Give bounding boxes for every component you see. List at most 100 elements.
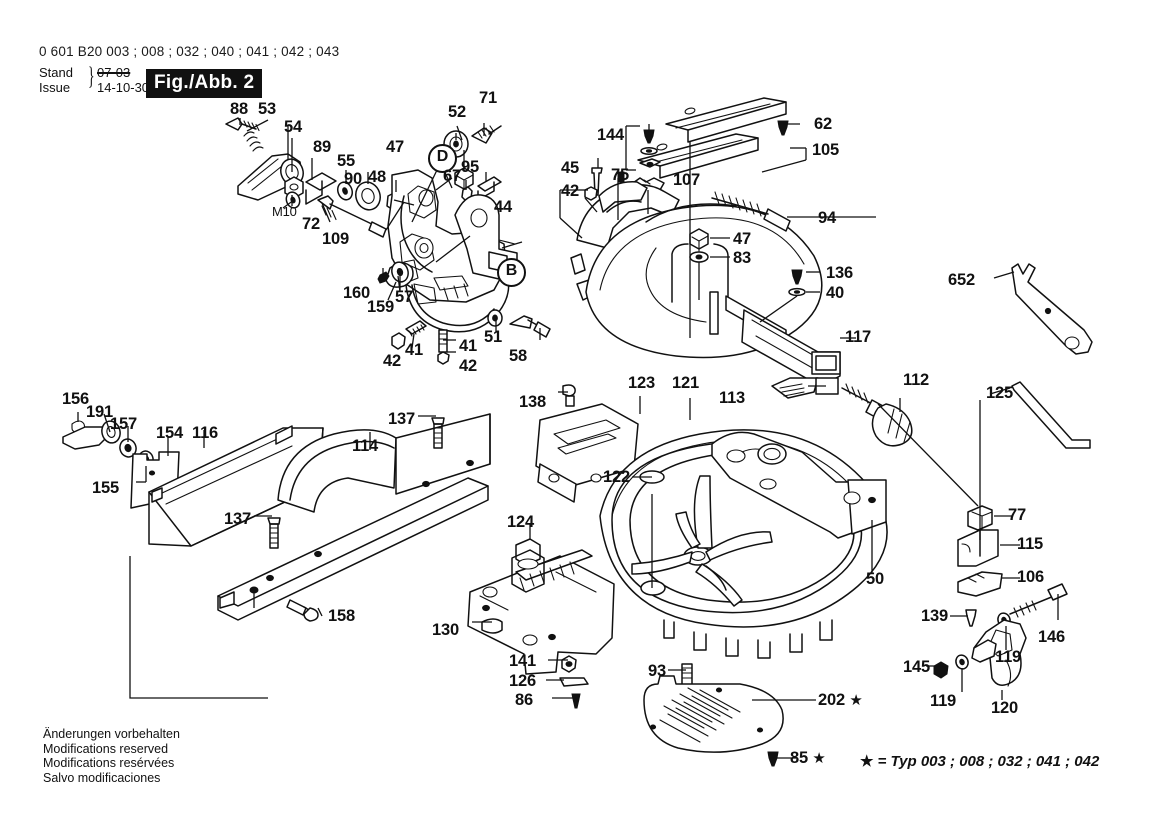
star-icon-202: ★ xyxy=(849,692,863,709)
callout-159: 159 xyxy=(367,298,394,316)
callout-137-a: 137 xyxy=(388,410,415,428)
callout-85-number: 85 xyxy=(790,749,808,767)
callout-146: 146 xyxy=(1038,628,1065,646)
callout-202: 202 ★ xyxy=(818,691,863,710)
callout-121: 121 xyxy=(672,374,699,392)
callout-123: 123 xyxy=(628,374,655,392)
callout-94: 94 xyxy=(818,209,836,227)
note-line-es: Salvo modificaciones xyxy=(43,770,161,785)
callout-42-c: 42 xyxy=(561,182,579,200)
callout-45: 45 xyxy=(561,159,579,177)
callout-52: 52 xyxy=(448,103,466,121)
stand-issue-labels: Stand Issue xyxy=(39,65,73,95)
callout-44: 44 xyxy=(494,198,512,216)
callout-40: 40 xyxy=(826,284,844,302)
callout-116: 116 xyxy=(192,424,219,442)
star-legend: ★ = Typ 003 ; 008 ; 032 ; 041 ; 042 xyxy=(860,752,1099,770)
brace-glyph: } xyxy=(88,63,95,90)
callout-155: 155 xyxy=(92,479,119,497)
callout-62: 62 xyxy=(814,115,832,133)
callout-160: 160 xyxy=(343,284,370,302)
callout-89: 89 xyxy=(313,138,331,156)
callout-72: 72 xyxy=(302,215,320,233)
callout-86: 86 xyxy=(515,691,533,709)
assembly-lower-left xyxy=(63,414,490,621)
callout-109: 109 xyxy=(322,230,349,248)
callout-54: 54 xyxy=(284,118,302,136)
callout-75: 75 xyxy=(611,166,629,184)
callout-141: 141 xyxy=(509,652,536,670)
current-date: 14-10-30 xyxy=(97,80,150,95)
callout-51: 51 xyxy=(484,328,502,346)
callout-77: 77 xyxy=(1008,506,1026,524)
callout-55: 55 xyxy=(337,152,355,170)
callout-117: 117 xyxy=(845,328,872,346)
note-line-de: Änderungen vorbehalten xyxy=(43,727,180,741)
callout-41-b: 41 xyxy=(459,337,477,355)
callout-652: 652 xyxy=(948,271,975,289)
note-line-fr: Modifications resérvées xyxy=(43,756,175,771)
callout-119-a: 119 xyxy=(995,648,1022,666)
modifications-note: Änderungen vorbehalten Modifications res… xyxy=(43,727,180,785)
callout-113: 113 xyxy=(719,389,746,407)
star-legend-text: = Typ 003 ; 008 ; 032 ; 041 ; 042 xyxy=(877,753,1100,770)
callout-107: 107 xyxy=(673,171,700,189)
callout-57: 57 xyxy=(395,288,413,306)
note-line-en: Modifications reserved xyxy=(43,741,169,756)
callout-122: 122 xyxy=(603,468,630,486)
callout-93: 93 xyxy=(648,662,666,680)
callout-154: 154 xyxy=(156,424,183,442)
assembly-lower-centre xyxy=(468,385,887,766)
callout-202-number: 202 xyxy=(818,691,845,709)
callout-124: 124 xyxy=(507,513,534,531)
callout-53: 53 xyxy=(258,100,276,118)
callout-105: 105 xyxy=(812,141,839,159)
callout-106: 106 xyxy=(1017,568,1044,586)
callout-48: 48 xyxy=(368,168,386,186)
callout-42-b: 42 xyxy=(459,357,477,375)
callout-58: 58 xyxy=(509,347,527,365)
callout-125: 125 xyxy=(986,384,1013,402)
callout-47-b: 47 xyxy=(733,230,751,248)
callout-136: 136 xyxy=(826,264,853,282)
callout-42-a: 42 xyxy=(383,352,401,370)
callout-137-b: 137 xyxy=(224,510,251,528)
ref-circle-d: D xyxy=(428,144,457,173)
callout-191: 191 xyxy=(86,403,113,421)
star-icon-legend: ★ xyxy=(860,753,874,770)
callout-85: 85 ★ xyxy=(790,749,826,768)
figure-badge: Fig./Abb. 2 xyxy=(146,69,263,98)
callout-114: 114 xyxy=(352,437,379,455)
assembly-upper-left xyxy=(226,118,550,364)
callout-156: 156 xyxy=(62,390,89,408)
callout-144: 144 xyxy=(597,126,624,144)
callout-67: 67 xyxy=(443,167,461,185)
callout-m10: M10 xyxy=(272,204,297,219)
callout-158: 158 xyxy=(328,607,355,625)
callout-139: 139 xyxy=(921,607,948,625)
callout-157: 157 xyxy=(110,415,137,433)
superseded-date: 07-03 xyxy=(97,65,131,80)
issue-label: Issue xyxy=(39,79,71,95)
callout-47-upper: 47 xyxy=(386,138,404,156)
callout-88: 88 xyxy=(230,100,248,118)
callout-112: 112 xyxy=(903,371,930,389)
leader-lines xyxy=(78,118,1058,758)
part-number: 0 601 B20 003 ; 008 ; 032 ; 040 ; 041 ; … xyxy=(39,44,340,59)
callout-115: 115 xyxy=(1017,535,1044,553)
stand-label: Stand xyxy=(39,65,73,80)
callout-126: 126 xyxy=(509,672,536,690)
callout-71: 71 xyxy=(479,89,497,107)
callout-130: 130 xyxy=(432,621,459,639)
star-icon-85: ★ xyxy=(812,750,826,767)
callout-119-b: 119 xyxy=(930,692,957,710)
callout-145: 145 xyxy=(903,658,930,676)
callout-95: 95 xyxy=(461,158,479,176)
callout-83: 83 xyxy=(733,249,751,267)
callout-138: 138 xyxy=(519,393,546,411)
callout-90: 90 xyxy=(344,170,362,188)
ref-circle-b: B xyxy=(497,258,526,287)
callout-120: 120 xyxy=(991,699,1018,717)
